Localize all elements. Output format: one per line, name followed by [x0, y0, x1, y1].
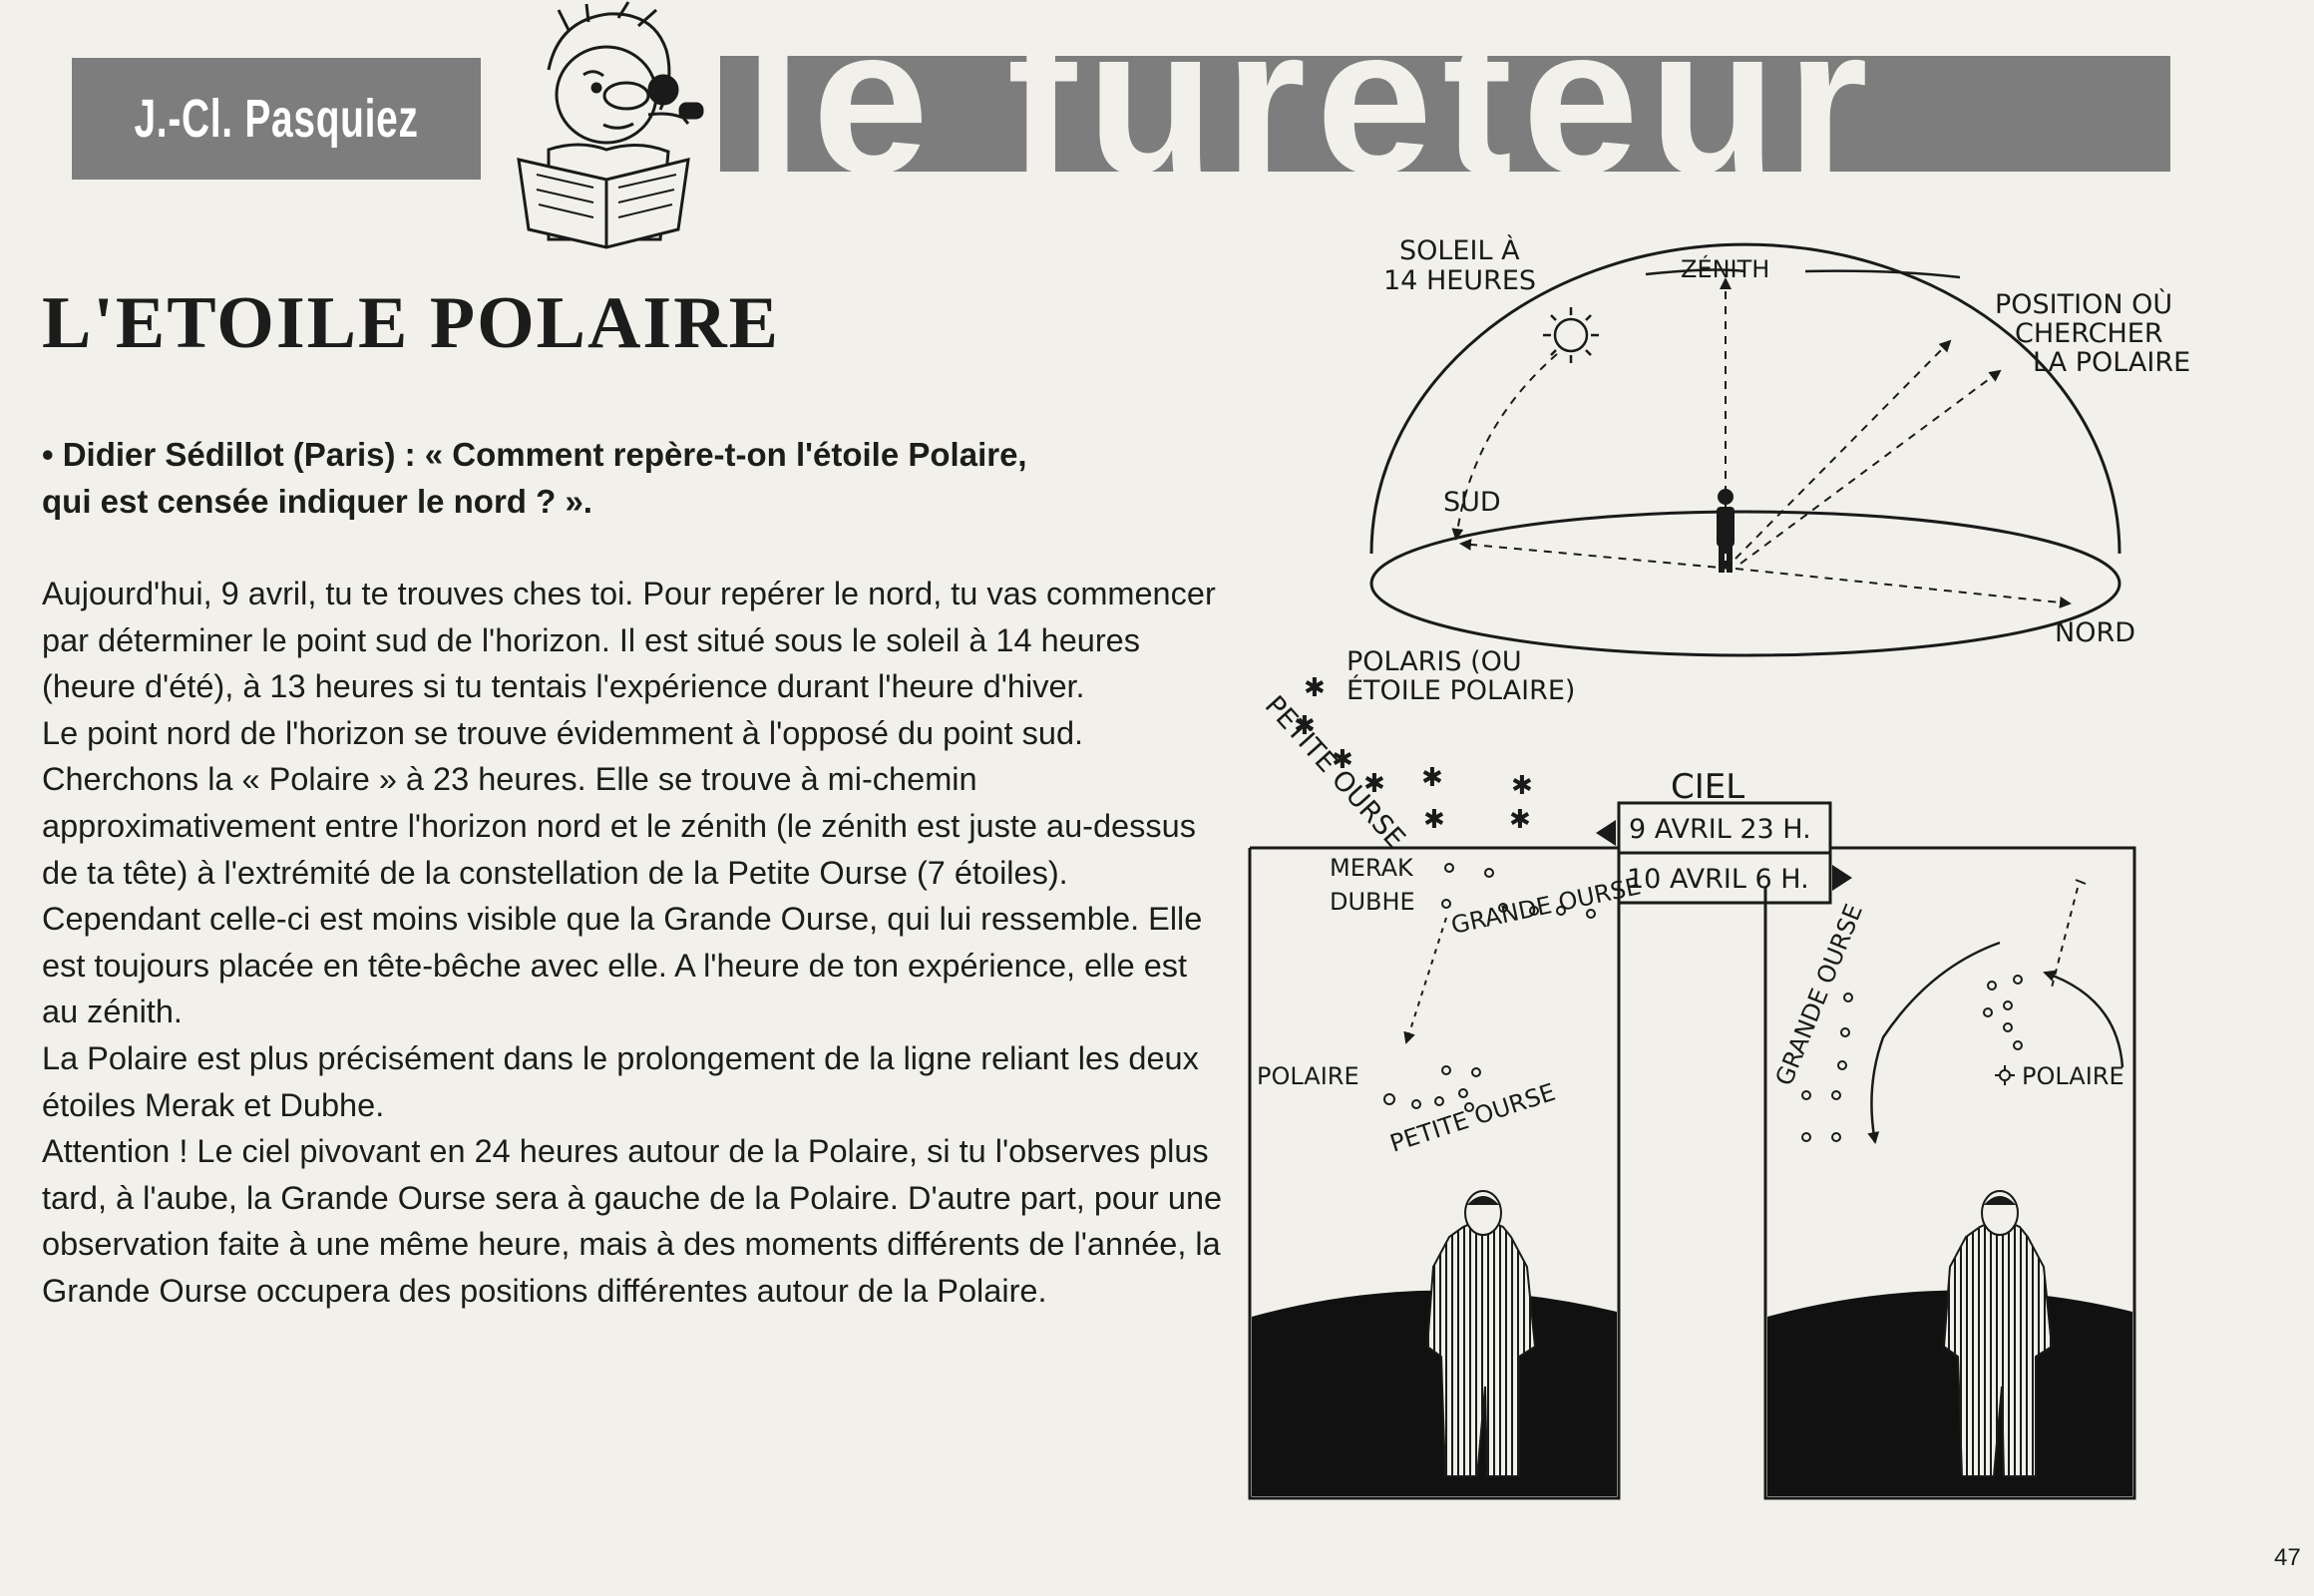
svg-text:✱: ✱ [1294, 711, 1316, 741]
position-label-2: CHERCHER [2015, 318, 2163, 349]
ciel-date-1: 9 AVRIL 23 H. [1629, 814, 1811, 845]
svg-text:✱: ✱ [1363, 769, 1385, 799]
grande-ourse-stars [1441, 863, 1596, 919]
column-title: le fureteur [744, 56, 1878, 172]
sud-line [1459, 538, 1732, 570]
article-title: L'ETOILE POLAIRE [42, 282, 781, 364]
svg-text:✱: ✱ [1423, 805, 1445, 835]
column-banner: le fureteur [720, 56, 2170, 172]
reader-question: • Didier Sédillot (Paris) : « Comment re… [42, 431, 1224, 525]
paragraph: Attention ! Le ciel pivovant en 24 heure… [42, 1133, 1223, 1309]
polaire-label: POLAIRE [1257, 1062, 1359, 1090]
svg-text:✱: ✱ [1421, 763, 1443, 793]
mascot-illustration [517, 1, 704, 249]
panel-9-avril: MERAK DUBHE GRANDE OURSE POLAIRE PETITE … [1248, 846, 1644, 1500]
observer-figure [1717, 489, 1735, 573]
soleil-label-2: 14 HEURES [1383, 265, 1536, 296]
question-line-2: qui est censée indiquer le nord ? ». [42, 483, 592, 520]
petite-ourse-label: PETITE OURSE [1386, 1078, 1559, 1158]
grande-ourse-right-label: GRANDE OURSE [1770, 900, 1868, 1089]
author-name: J.-Cl. Pasquiez [134, 89, 419, 149]
petite-ourse-right-stars [1983, 975, 2023, 1050]
soleil-label-1: SOLEIL À [1399, 234, 1520, 266]
author-box: J.-Cl. Pasquiez [72, 58, 481, 180]
petite-ourse-stars: ✱ ✱ ✱ ✱ ✱ ✱ ✱ ✱ [1294, 673, 1533, 835]
merak-label: MERAK [1330, 854, 1414, 882]
nord-label: NORD [2055, 617, 2135, 648]
grande-ourse-right-stars [1801, 993, 1853, 1142]
grande-ourse-label: GRANDE OURSE [1448, 872, 1643, 940]
paragraph: Aujourd'hui, 9 avril, tu te trouves ches… [42, 576, 1216, 705]
ciel-label: CIEL [1671, 767, 1744, 807]
zenith-label: ZÉNITH [1681, 254, 1769, 283]
sun-icon [1543, 307, 1599, 363]
nord-line [1735, 568, 2072, 608]
dubhe-label: DUBHE [1330, 888, 1415, 916]
zenith-curve [1645, 268, 1961, 279]
polaire-line-1 [1735, 339, 1952, 560]
svg-text:✱: ✱ [1304, 673, 1326, 703]
panel-10-avril: GRANDE OURSE POLAIRE [1763, 846, 2136, 1500]
svg-text:✱: ✱ [1509, 805, 1531, 835]
paragraph: Cherchons la « Polaire » à 23 heures. El… [42, 761, 1203, 1030]
svg-text:✱: ✱ [1332, 745, 1353, 775]
article-body: Aujourd'hui, 9 avril, tu te trouves ches… [42, 571, 1224, 1315]
position-label-3: LA POLAIRE [2033, 347, 2190, 378]
polaris-label-2: ÉTOILE POLAIRE) [1347, 674, 1575, 706]
question-line-1: • Didier Sédillot (Paris) : « Comment re… [42, 436, 1027, 473]
petite-ourse-lower-stars [1383, 1065, 1481, 1112]
svg-text:✱: ✱ [1511, 771, 1533, 801]
paragraph: Le point nord de l'horizon se trouve évi… [42, 714, 1084, 751]
page-number: 47 [2274, 1544, 2301, 1571]
polaris-label-1: POLARIS (OU [1347, 646, 1522, 677]
polaris-diagram: SOLEIL À 14 HEURES ZÉNITH POSITION OÙ CH… [1248, 234, 2190, 1500]
polaire-right-label: POLAIRE [2022, 1062, 2124, 1090]
paragraph: La Polaire est plus précisément dans le … [42, 1039, 1199, 1123]
polaire-line-2 [1739, 369, 2002, 565]
sud-label: SUD [1443, 487, 1501, 518]
sun-to-sud-line [1451, 353, 1558, 541]
sky-dome [1369, 242, 2121, 657]
arrow-left-icon [1596, 820, 1616, 846]
position-label-1: POSITION OÙ [1995, 288, 2172, 320]
arrow-right-icon [1832, 865, 1852, 891]
polaire-right-star-icon [1995, 1065, 2015, 1085]
ciel-date-2: 10 AVRIL 6 H. [1627, 864, 1809, 895]
